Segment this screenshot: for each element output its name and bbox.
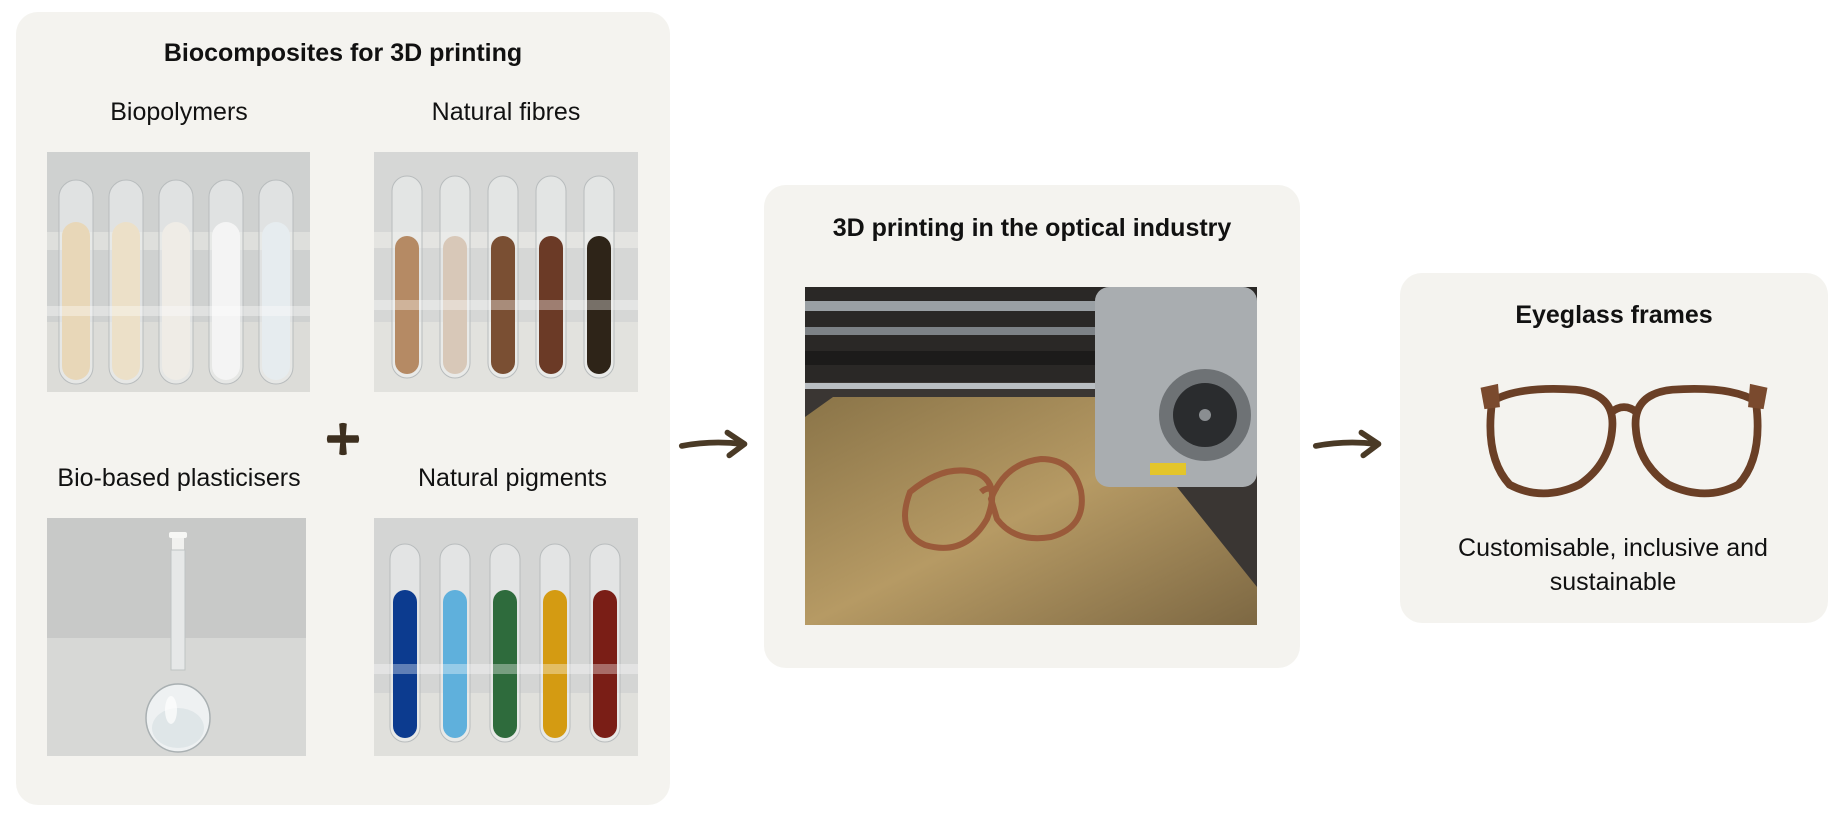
tube-contents bbox=[491, 236, 515, 374]
biopolymers-label: Biopolymers bbox=[110, 98, 248, 126]
tube-contents bbox=[393, 590, 417, 738]
tube-contents bbox=[493, 590, 517, 738]
plasticisers-photo bbox=[47, 518, 306, 756]
tube-contents bbox=[62, 222, 90, 380]
natural-pigments-photo bbox=[374, 518, 638, 756]
tube-contents bbox=[262, 222, 290, 380]
biocomposites-title: Biocomposites for 3D printing bbox=[163, 39, 523, 67]
tube-contents bbox=[162, 222, 190, 380]
arrow-right-icon bbox=[678, 429, 748, 459]
plasticisers-label: Bio-based plasticisers bbox=[57, 464, 301, 492]
tube-contents bbox=[212, 222, 240, 380]
printing-title: 3D printing in the optical industry bbox=[832, 214, 1232, 242]
tube-rack bbox=[47, 306, 310, 316]
tube-contents bbox=[443, 236, 467, 374]
tube-rack bbox=[374, 300, 638, 310]
plus-icon bbox=[326, 422, 360, 456]
tube-contents bbox=[539, 236, 563, 374]
tube-contents bbox=[395, 236, 419, 374]
natural-pigments-label: Natural pigments bbox=[418, 464, 607, 492]
biopolymers-photo bbox=[47, 152, 310, 392]
tube-contents bbox=[587, 236, 611, 374]
pigment-tubes bbox=[374, 543, 638, 743]
tube-contents bbox=[112, 222, 140, 380]
frames-panel: Eyeglass frames Customisable, inclusive … bbox=[1400, 273, 1828, 623]
natural-fibres-photo bbox=[374, 152, 638, 392]
frames-title: Eyeglass frames bbox=[1515, 301, 1713, 329]
tube-contents bbox=[543, 590, 567, 738]
arrow-right-icon bbox=[1312, 429, 1382, 459]
tube-contents bbox=[593, 590, 617, 738]
printer-photo bbox=[805, 287, 1257, 625]
eyeglass-frame-image bbox=[1480, 383, 1768, 498]
natural-fibres-label: Natural fibres bbox=[431, 98, 581, 126]
fibre-tubes bbox=[374, 175, 638, 379]
frames-caption: Customisable, inclusive and sustainable bbox=[1458, 534, 1768, 596]
biopolymer-tubes bbox=[47, 179, 310, 385]
tube-contents bbox=[443, 590, 467, 738]
tube-rack bbox=[374, 664, 638, 674]
